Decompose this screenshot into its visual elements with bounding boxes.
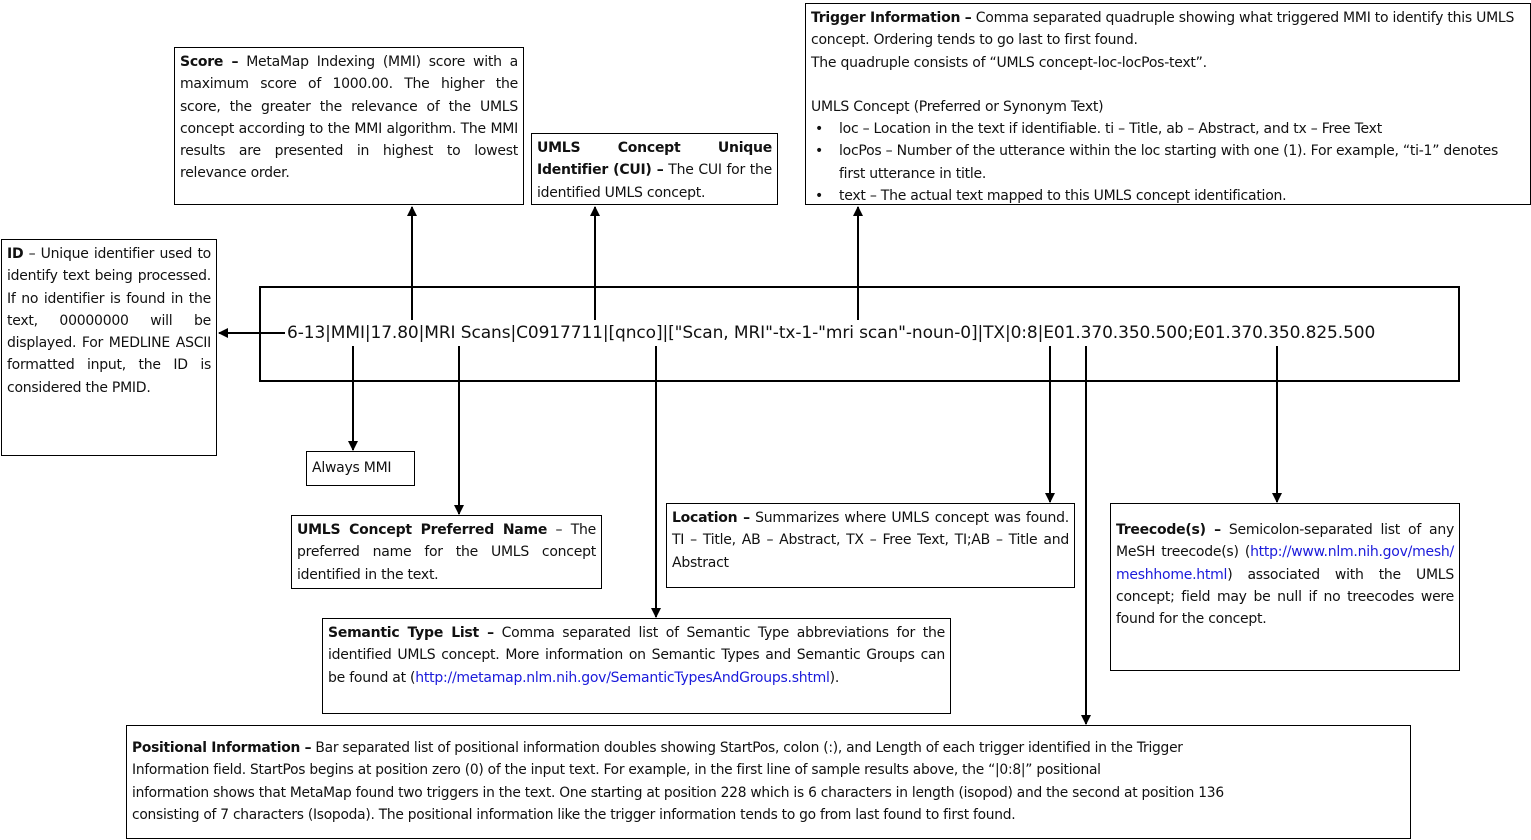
- sample-record-frame: [259, 286, 1460, 382]
- cui-text: The CUI for the identified UMLS concept.: [537, 162, 773, 201]
- id-title: ID: [7, 246, 24, 262]
- treecode-text: Semicolon-separated list of any MeSH tre…: [1116, 522, 1455, 561]
- treecode-link[interactable]: http://www.nlm.nih.gov/mesh/meshhome.htm…: [1116, 544, 1454, 583]
- location-box: Location – Summarizes where UMLS concept…: [666, 503, 1075, 588]
- sample-record: 6-13|MMI|17.80|MRI Scans|C0917711|[qnco]…: [285, 320, 1378, 346]
- treecode-title: Treecode(s) –: [1116, 522, 1221, 538]
- positional-box: Positional Information – Bar separated l…: [126, 725, 1411, 839]
- trigger-text: Comma separated quadruple showing what t…: [811, 10, 1515, 49]
- treecode-box: Treecode(s) – Semicolon-separated list o…: [1110, 503, 1460, 671]
- positional-line-4: consisting of 7 characters (Isopoda). Th…: [132, 806, 1016, 823]
- cui-title: UMLS Concept Unique Identifier (CUI) –: [537, 140, 772, 179]
- trigger-bullet-locpos: locPos – Number of the utterance within …: [811, 140, 1525, 185]
- positional-line-1: Bar separated list of positional informa…: [311, 740, 1183, 756]
- positional-line-3: information shows that MetaMap found two…: [132, 784, 1224, 801]
- trigger-bullet-loc: loc – Location in the text if identifiab…: [811, 118, 1525, 141]
- semantic-type-text-end: ).: [829, 669, 840, 686]
- preferred-name-title: UMLS Concept Preferred Name: [297, 522, 548, 538]
- positional-line-2: Information field. StartPos begins at po…: [132, 762, 1101, 779]
- positional-title: Positional Information –: [132, 740, 312, 756]
- treecode-text-end: ) associated with the UMLS concept; fiel…: [1116, 566, 1454, 628]
- score-title: Score –: [180, 54, 239, 70]
- semantic-type-box: Semantic Type List – Comma separated lis…: [322, 618, 951, 714]
- score-text: MetaMap Indexing (MMI) score with a maxi…: [180, 54, 518, 182]
- semantic-type-link[interactable]: http://metamap.nlm.nih.gov/SemanticTypes…: [415, 669, 830, 686]
- id-box: ID – Unique identifier used to identify …: [1, 239, 217, 456]
- location-title: Location –: [672, 510, 750, 526]
- always-mmi-box: Always MMI: [306, 451, 415, 486]
- semantic-type-text: Comma separated list of Semantic Type ab…: [328, 625, 945, 686]
- preferred-name-text: – The preferred name for the UMLS concep…: [297, 522, 596, 583]
- semantic-type-title: Semantic Type List –: [328, 625, 494, 641]
- trigger-quadruple: The quadruple consists of “UMLS concept-…: [811, 54, 1207, 71]
- trigger-concept: UMLS Concept (Preferred or Synonym Text): [811, 98, 1104, 115]
- trigger-bullet-text: text – The actual text mapped to this UM…: [811, 185, 1525, 208]
- trigger-title: Trigger Information –: [811, 10, 972, 26]
- score-box: Score – MetaMap Indexing (MMI) score wit…: [174, 47, 524, 205]
- trigger-box: Trigger Information – Comma separated qu…: [805, 3, 1531, 208]
- always-mmi-text: Always MMI: [312, 460, 392, 476]
- preferred-name-box: UMLS Concept Preferred Name – The prefer…: [291, 515, 602, 589]
- trigger-bullet-list: loc – Location in the text if identifiab…: [811, 118, 1525, 207]
- id-text: – Unique identifier used to identify tex…: [7, 246, 211, 396]
- location-text: Summarizes where UMLS concept was found.…: [672, 510, 1069, 571]
- cui-box: UMLS Concept Unique Identifier (CUI) – T…: [531, 133, 778, 205]
